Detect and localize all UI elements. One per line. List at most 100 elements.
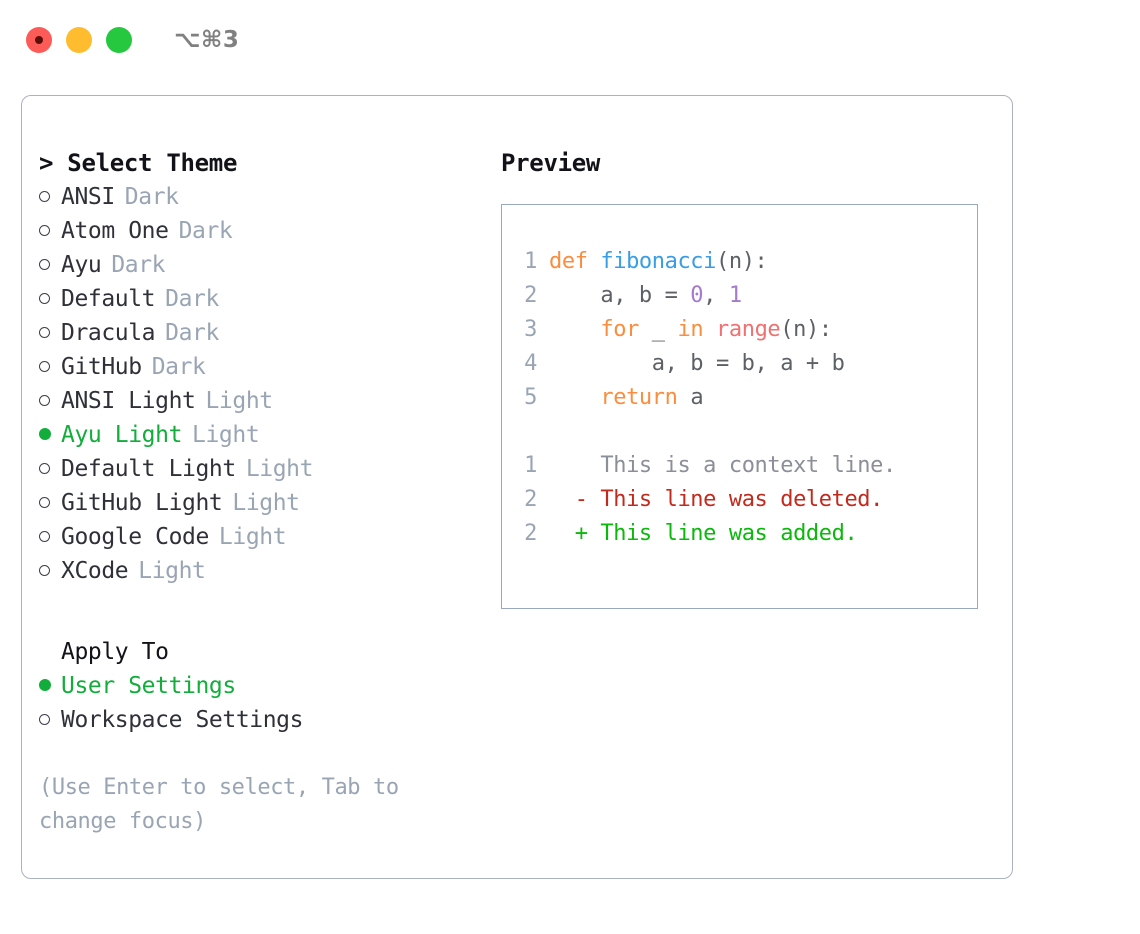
theme-kind-label: Light: [218, 524, 287, 550]
code-token: in: [677, 317, 704, 342]
code-token: [549, 385, 600, 410]
diff-marker: -: [549, 487, 588, 512]
radio-unselected-icon[interactable]: [39, 180, 61, 214]
radio-unselected-icon[interactable]: [39, 248, 61, 282]
radio-selected-icon[interactable]: [39, 418, 61, 452]
theme-list-item[interactable]: Default Dark: [39, 282, 492, 316]
theme-name: Google Code: [61, 524, 209, 550]
code-token: a, b =: [549, 283, 691, 308]
apply-to-option[interactable]: User Settings: [39, 669, 492, 703]
theme-list-item[interactable]: Default Light Light: [39, 452, 492, 486]
radio-mark: [39, 714, 50, 725]
radio-unselected-icon[interactable]: [39, 452, 61, 486]
code-token: ,: [703, 283, 729, 308]
code-token: a, b = b, a + b: [549, 351, 845, 376]
theme-name: XCode: [61, 558, 129, 584]
theme-kind-label: Light: [138, 558, 206, 584]
apply-to-label: User Settings: [61, 673, 236, 699]
radio-mark: [39, 565, 50, 576]
code-token: for: [600, 317, 639, 342]
code-token: return: [600, 385, 678, 410]
code-token: (n):: [780, 317, 832, 342]
radio-mark: [39, 679, 51, 691]
code-token: a: [677, 385, 704, 410]
radio-unselected-icon[interactable]: [39, 486, 61, 520]
theme-name: Default: [61, 286, 156, 312]
code-spacer: [519, 415, 977, 449]
radio-unselected-icon[interactable]: [39, 554, 61, 588]
diff-text: This is a context line.: [587, 453, 896, 478]
radio-unselected-icon[interactable]: [39, 282, 61, 316]
radio-unselected-icon[interactable]: [39, 703, 61, 737]
line-number: 4: [524, 351, 537, 376]
code-token: fibonacci: [600, 249, 716, 274]
recording-dot-icon: [35, 36, 43, 44]
radio-mark: [39, 497, 50, 508]
diff-line: 1 This is a context line.: [519, 449, 977, 483]
apply-to-option[interactable]: Workspace Settings: [39, 703, 492, 737]
radio-mark: [39, 293, 50, 304]
diff-marker: [549, 453, 588, 478]
keyboard-hint-text: (Use Enter to select, Tab to change focu…: [39, 775, 399, 834]
theme-kind-label: Light: [205, 388, 273, 414]
radio-mark: [39, 327, 50, 338]
theme-name: Default Light: [61, 456, 236, 482]
apply-to-header: Apply To: [61, 639, 169, 665]
code-token: [549, 317, 600, 342]
theme-name: Ayu: [61, 252, 102, 278]
minimize-button[interactable]: [66, 27, 92, 53]
radio-mark: [39, 395, 50, 406]
diff-text: This line was deleted.: [587, 487, 883, 512]
code-token: (n):: [716, 249, 768, 274]
theme-name: GitHub: [61, 354, 142, 380]
theme-kind-label: Dark: [124, 184, 179, 210]
radio-unselected-icon[interactable]: [39, 520, 61, 554]
radio-unselected-icon[interactable]: [39, 214, 61, 248]
code-line: 4 a, b = b, a + b: [519, 347, 977, 381]
theme-kind-label: Light: [192, 422, 260, 448]
code-token: 1: [728, 283, 742, 308]
radio-mark: [39, 225, 50, 236]
theme-list-item[interactable]: Ayu Light Light: [39, 418, 492, 452]
maximize-button[interactable]: [106, 27, 132, 53]
theme-kind-label: Light: [232, 490, 300, 516]
radio-mark: [39, 259, 50, 270]
title-bar: ⌥⌘3: [0, 0, 1140, 80]
theme-list-item[interactable]: XCode Light: [39, 554, 492, 588]
radio-unselected-icon[interactable]: [39, 384, 61, 418]
line-number: 1: [524, 249, 537, 274]
code-line: 2 a, b = 0, 1: [519, 279, 977, 313]
radio-mark: [39, 531, 50, 542]
theme-kind-label: Dark: [165, 320, 219, 346]
line-number: 1: [524, 453, 537, 478]
code-line: 5 return a: [519, 381, 977, 415]
line-number: 3: [524, 317, 537, 342]
close-button[interactable]: [26, 27, 52, 53]
theme-kind-label: Dark: [165, 286, 219, 312]
code-token: _: [638, 317, 678, 342]
code-token: range: [716, 317, 781, 342]
radio-mark: [39, 361, 50, 372]
radio-unselected-icon[interactable]: [39, 350, 61, 384]
radio-selected-icon[interactable]: [39, 669, 61, 703]
radio-mark: [39, 428, 51, 440]
theme-kind-label: Light: [245, 456, 314, 482]
theme-name: Atom One: [61, 218, 169, 244]
radio-unselected-icon[interactable]: [39, 316, 61, 350]
theme-list-item[interactable]: Google Code Light: [39, 520, 492, 554]
theme-name: Ayu Light: [61, 422, 183, 448]
